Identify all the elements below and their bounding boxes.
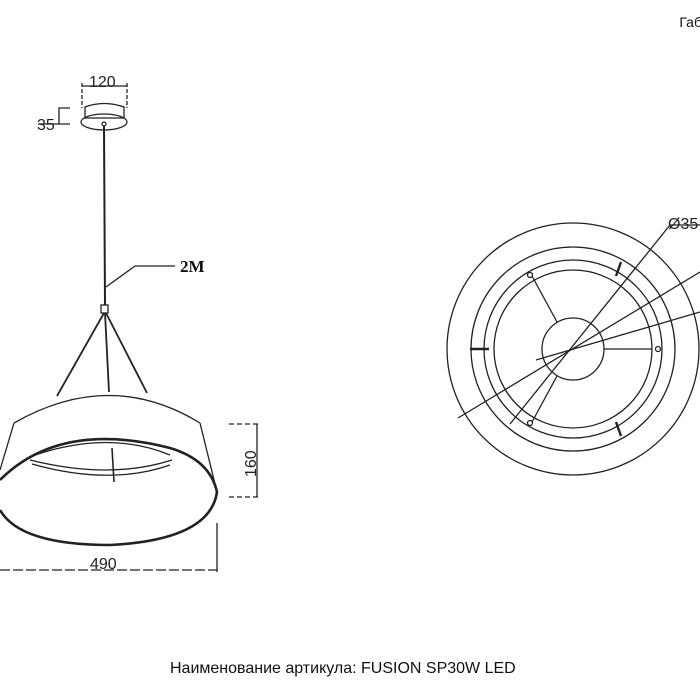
spokes [531,275,652,423]
canopy-height-dimension [38,107,70,125]
canopy-height-label: 35 [37,117,55,134]
canopy-width-dimension [81,83,128,108]
top-view: Ø35 [446,216,700,476]
suspension-cord [103,125,106,306]
side-view: 120 35 2M 160 [0,74,260,573]
header-title: Габ [679,14,700,30]
cord-connector [100,304,109,314]
lamp-shade [0,394,219,547]
diameter-label: Ø35 [668,216,698,233]
mount-dots [526,271,662,427]
shade-height-dimension [229,423,258,498]
article-caption: Наименование артикула: FUSION SP30W LED [170,660,516,677]
cord-length-label: 2M [180,257,205,276]
cord-leader [105,265,175,288]
shade-width-label: 490 [90,556,117,573]
suspension-wires [56,312,148,397]
canopy-width-label: 120 [89,74,116,91]
ring-marks [470,261,623,437]
diameter-leaders [457,224,700,425]
shade-height-label: 160 [243,450,260,477]
shade-width-dimension [0,523,218,572]
